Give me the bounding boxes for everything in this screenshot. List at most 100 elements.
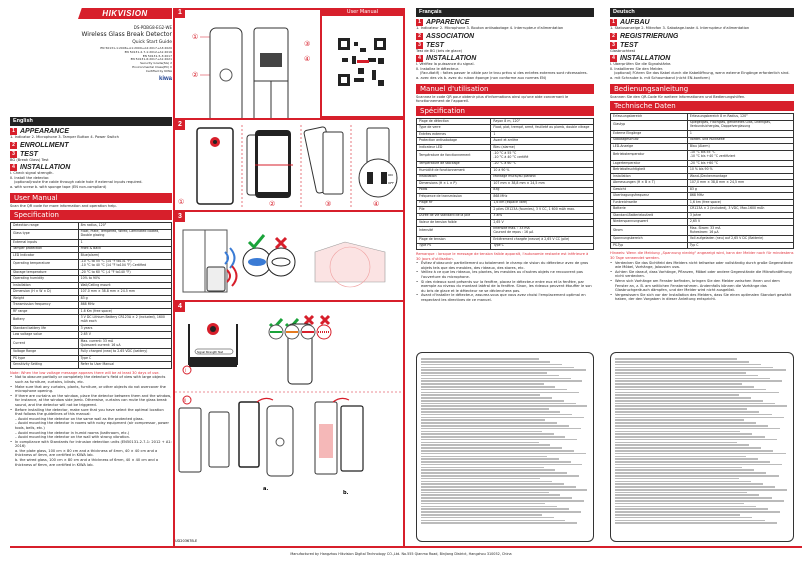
fine-print-line <box>615 366 774 369</box>
fine-print-line <box>615 483 763 485</box>
fine-print-line <box>615 488 788 491</box>
section-text: Test de BG (bris de glace) <box>416 48 463 53</box>
guideline-item: Verdecken Sie das Sichtfeld des Melders … <box>610 261 794 270</box>
fine-print-line <box>421 483 564 485</box>
fine-print-line <box>421 447 563 449</box>
fine-print-line <box>615 374 758 377</box>
fine-print-line <box>615 424 769 427</box>
fine-print-line <box>421 377 571 380</box>
fine-print-line <box>421 458 559 460</box>
fine-print-line <box>615 497 772 499</box>
fine-print-line <box>421 469 556 472</box>
section-number: 3 <box>10 150 17 158</box>
fine-print-line <box>421 500 584 502</box>
guideline-item: Veillez à ce que les rideaux, les plante… <box>416 270 594 279</box>
fine-print-line <box>615 463 783 466</box>
section-number: 2 <box>10 141 17 149</box>
spec-value: Type C <box>490 242 594 251</box>
fine-print-line <box>421 475 579 477</box>
fine-print-line <box>615 466 743 469</box>
language-header: Deutsch <box>610 8 794 17</box>
fine-print-line <box>421 488 588 491</box>
spec-label: Type PS <box>415 242 492 251</box>
fine-print-line <box>421 438 578 441</box>
fine-print-line <box>615 416 784 419</box>
section-text: BG (Break Glass) Test <box>10 157 49 162</box>
footer-manufacturer: Manufactured by Hangzhou Hikvision Digit… <box>290 552 512 556</box>
guideline-item: In compliance with Standards for intrusi… <box>10 440 172 468</box>
specification-header: Technische Daten <box>610 101 794 112</box>
fine-print-line <box>421 513 542 516</box>
section-text: 1. Indicateur 2. Microphone 3. Bouton an… <box>416 26 564 30</box>
low-voltage-note: Remarque : lorsque le message de tension… <box>416 252 589 261</box>
switch-off-label: OFF <box>388 181 394 185</box>
signal-strength-test-button[interactable]: Signal Strength Test <box>197 350 223 354</box>
instruction-line: II. Install the detector. <box>10 175 50 180</box>
fine-print-line <box>615 444 749 446</box>
fine-print-line <box>421 397 553 399</box>
top-rule <box>173 8 405 10</box>
instruction-line: I. Überprüfen Sie die Signalstärke. <box>610 62 672 67</box>
fine-print-line <box>615 411 760 413</box>
spec-value: 107.0 mm × 38.8 mm × 24.5 mm <box>77 288 173 296</box>
fine-print-line <box>615 436 765 438</box>
guideline-item: Not to obscure partially or completely t… <box>10 375 172 384</box>
fine-print-line <box>615 441 737 444</box>
fine-print-line <box>421 424 569 427</box>
fine-print-line <box>615 372 746 374</box>
fine-print-line <box>615 447 762 449</box>
fine-print-line <box>615 397 751 399</box>
callout-3: ③ <box>304 40 310 48</box>
fine-print-line <box>615 500 784 502</box>
fine-print-line <box>421 411 561 413</box>
fine-print-line <box>421 441 539 444</box>
kiwa-logo: kiwa <box>158 76 172 82</box>
fine-print-line <box>421 374 559 377</box>
step-label-2: II <box>184 398 186 403</box>
section-number: 3 <box>610 41 617 49</box>
spec-label: Glastyp <box>610 119 688 132</box>
user-manual-header: Bedienungsanleitung <box>610 83 794 94</box>
language-header: Français <box>416 8 594 17</box>
spec-value: Intensité max. : 33 mA Courant de repos … <box>490 225 594 238</box>
switch-on-label: ON <box>388 173 393 177</box>
fine-print-line <box>615 519 765 522</box>
fine-print-line <box>615 469 755 472</box>
fine-print-line <box>421 369 586 371</box>
spec-value: 3 V DC Lithium Battery CR123A × 2 (inclu… <box>77 314 173 326</box>
qr-code[interactable] <box>338 38 386 86</box>
instruction-line: a. mit Schraube b. mit Schaumband (nicht… <box>610 75 710 80</box>
fine-print-line <box>615 452 786 455</box>
fine-print-line <box>615 458 758 460</box>
instruction-line: (optional)route the cable through cable … <box>14 180 143 185</box>
section-title: REGISTRIERUNG <box>620 32 679 40</box>
fine-print-line <box>421 394 541 396</box>
fine-print-line <box>615 494 760 497</box>
fine-print-line <box>615 377 770 380</box>
fine-print-line <box>421 497 573 499</box>
qr-title: User Manual <box>322 8 403 16</box>
specification-header: Spécification <box>416 105 594 116</box>
section-number: 1 <box>175 8 185 18</box>
product-title: Wireless Glass Break Detector <box>81 31 172 38</box>
spec-label: Current <box>10 337 79 350</box>
fine-print-line <box>421 372 547 374</box>
guideline-item: Avant d'installer le détecteur, assurez-… <box>416 293 594 302</box>
fine-print-line <box>615 505 756 508</box>
glass-break-test-illustration <box>182 229 386 293</box>
spec-label: Battery <box>10 314 79 326</box>
section-title: APPARENCE <box>426 19 470 26</box>
section-title: APPEARANCE <box>20 128 70 135</box>
instruction-line: II. Installieren Sie den Melder. <box>610 66 664 71</box>
guide-subtitle: Quick Start Guide <box>132 40 172 45</box>
standard-line: EN 50131-6:2017+A1:2021 <box>130 57 172 62</box>
